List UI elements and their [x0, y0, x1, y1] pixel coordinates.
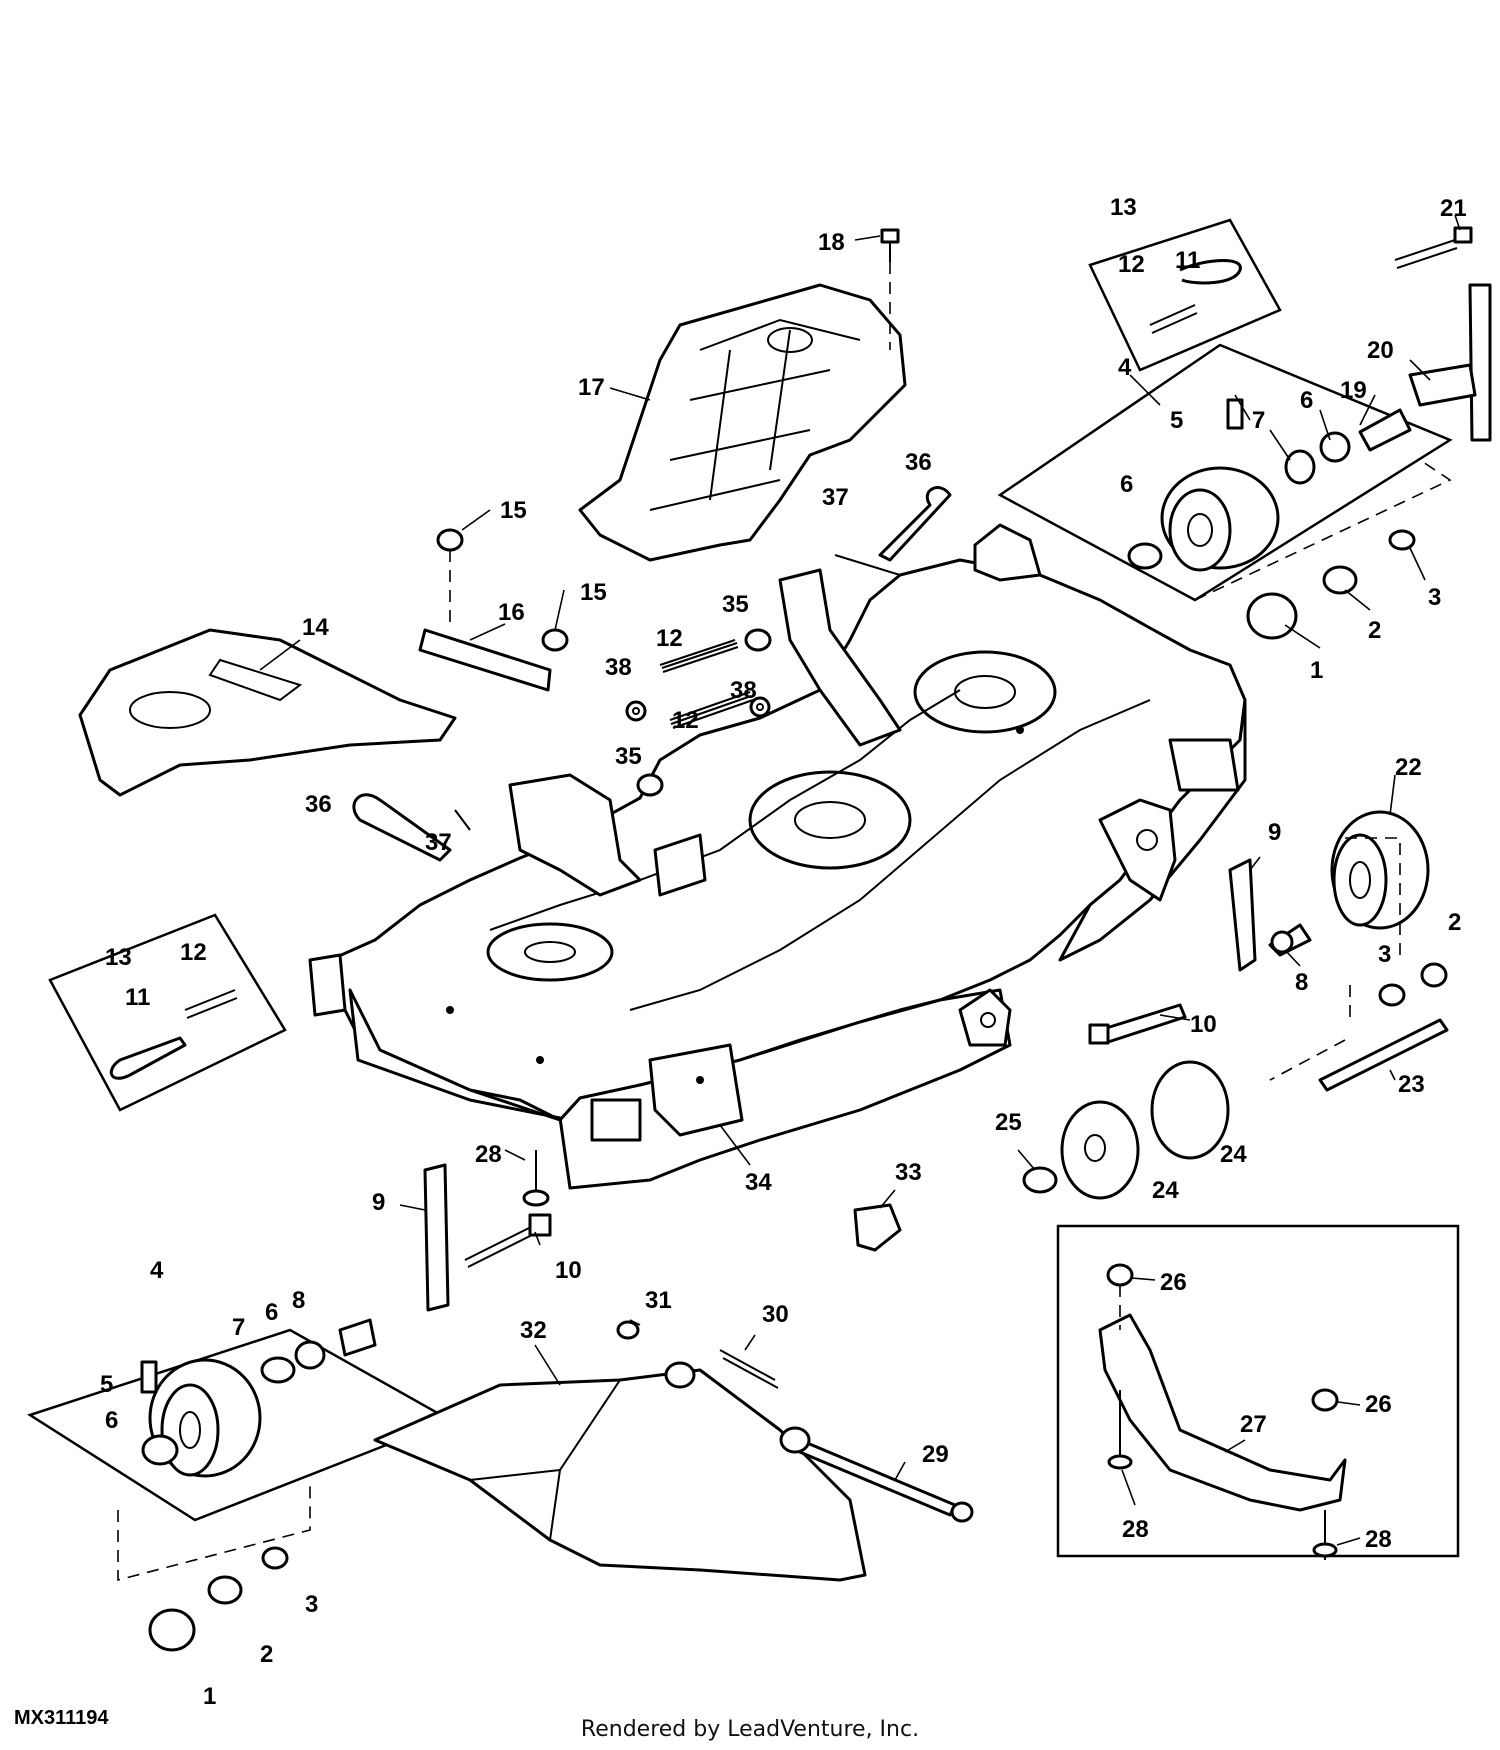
wheel-kit-4-left — [27, 1318, 453, 1522]
callout-34: 34 — [745, 1169, 772, 1196]
leader-lines — [259, 214, 1461, 1546]
inset-bracket-kit — [1056, 1224, 1460, 1560]
callout-31: 31 — [645, 1287, 672, 1314]
bolt-18 — [880, 228, 900, 350]
callout-4b: 4 — [150, 1257, 164, 1284]
belt-shield-left — [78, 628, 457, 797]
callout-6c: 6 — [265, 1299, 278, 1326]
nut-31 — [616, 1320, 640, 1340]
callout-6a: 6 — [1300, 387, 1313, 414]
callout-32: 32 — [520, 1317, 547, 1344]
callout-28a: 28 — [475, 1141, 502, 1168]
callout-19: 19 — [1340, 377, 1367, 404]
callout-25: 25 — [995, 1109, 1022, 1136]
callout-12a: 12 — [656, 625, 683, 652]
height-pin-9-right — [1228, 858, 1257, 972]
wheel-22-assembly — [1088, 810, 1449, 1092]
callout-5a: 5 — [1170, 407, 1183, 434]
callout-29: 29 — [922, 1441, 949, 1468]
height-pin-9-left — [423, 1163, 552, 1312]
callout-9b: 9 — [372, 1189, 385, 1216]
callout-35b: 35 — [615, 743, 642, 770]
callout-37a: 37 — [822, 484, 849, 511]
callout-12b: 12 — [672, 707, 699, 734]
callout-24b: 24 — [1152, 1177, 1179, 1204]
callout-9a: 9 — [1268, 819, 1281, 846]
discharge-chute-32 — [373, 1320, 974, 1582]
render-credit: Rendered by LeadVenture, Inc. — [580, 1717, 920, 1742]
bolt-28-deck — [522, 1150, 550, 1207]
callout-2a: 2 — [1368, 617, 1381, 644]
callout-2b: 2 — [1448, 909, 1461, 936]
kit-box-13-left — [48, 913, 287, 1112]
callout-28c: 28 — [1365, 1526, 1392, 1553]
callout-1a: 1 — [1310, 657, 1323, 684]
callout-11a: 11 — [1175, 247, 1200, 274]
callout-21: 21 — [1440, 195, 1467, 222]
callout-16: 16 — [498, 599, 525, 626]
callout-11b: 11 — [125, 984, 150, 1011]
hardware-1-2-3-right — [1194, 459, 1452, 640]
callout-10a: 10 — [1190, 1011, 1217, 1038]
bracket-33 — [853, 1203, 902, 1252]
callout-24a: 24 — [1220, 1141, 1247, 1168]
callout-20: 20 — [1367, 337, 1394, 364]
callout-5b: 5 — [100, 1371, 113, 1398]
callout-38b: 38 — [730, 677, 757, 704]
callout-12c: 12 — [1118, 251, 1145, 278]
callout-23: 23 — [1398, 1071, 1425, 1098]
callout-7a: 7 — [1252, 407, 1265, 434]
callout-35a: 35 — [722, 591, 749, 618]
callout-26a: 26 — [1160, 1269, 1187, 1296]
height-pin-20-21 — [1394, 226, 1492, 442]
callout-2c: 2 — [260, 1641, 273, 1668]
callout-3b: 3 — [1378, 941, 1391, 968]
springs-and-spacers — [625, 628, 772, 797]
callout-3c: 3 — [305, 1591, 318, 1618]
idler-bracket — [418, 528, 569, 692]
deck-baffle-brackets — [508, 568, 902, 897]
lock-nut-15b — [541, 628, 569, 652]
callout-36b: 36 — [305, 791, 332, 818]
callout-27: 27 — [1240, 1411, 1267, 1438]
callout-8a: 8 — [1295, 969, 1308, 996]
lock-nut-15a — [436, 528, 464, 552]
rollers-24 — [1022, 1060, 1230, 1200]
callout-28b: 28 — [1122, 1516, 1149, 1543]
callout-6b: 6 — [1120, 471, 1133, 498]
callout-15a: 15 — [500, 497, 527, 524]
callout-12d: 12 — [180, 939, 207, 966]
callout-8b: 8 — [292, 1287, 305, 1314]
mower-deck-housing — [308, 523, 1247, 1190]
callout-7b: 7 — [232, 1314, 245, 1341]
callout-26b: 26 — [1365, 1391, 1392, 1418]
callout-14: 14 — [302, 614, 329, 641]
callout-38a: 38 — [605, 654, 632, 681]
callout-labels: 18 17 36 37 15 15 16 14 35 12 38 38 12 3… — [100, 194, 1467, 1710]
callout-3a: 3 — [1428, 584, 1441, 611]
callout-13a: 13 — [1110, 194, 1137, 221]
callout-37b: 37 — [425, 829, 452, 856]
axle-23 — [1318, 1018, 1449, 1092]
callout-18: 18 — [818, 229, 845, 256]
belt-shield-top — [578, 283, 907, 562]
callout-17: 17 — [578, 374, 605, 401]
callout-1b: 1 — [203, 1683, 216, 1710]
callout-13b: 13 — [105, 944, 132, 971]
figure-id-label: MX311194 — [14, 1707, 109, 1729]
callout-10b: 10 — [555, 1257, 582, 1284]
kit-box-13-top — [1088, 218, 1282, 372]
hardware-1-2-3-left — [117, 1480, 311, 1652]
wheel-kit-4-right — [997, 343, 1453, 602]
pins-36-37 — [352, 486, 952, 862]
callout-30: 30 — [762, 1301, 789, 1328]
callout-4a: 4 — [1118, 354, 1132, 381]
callout-6d: 6 — [105, 1407, 118, 1434]
callout-33: 33 — [895, 1159, 922, 1186]
callout-15b: 15 — [580, 579, 607, 606]
callout-22: 22 — [1395, 754, 1422, 781]
callout-36a: 36 — [905, 449, 932, 476]
